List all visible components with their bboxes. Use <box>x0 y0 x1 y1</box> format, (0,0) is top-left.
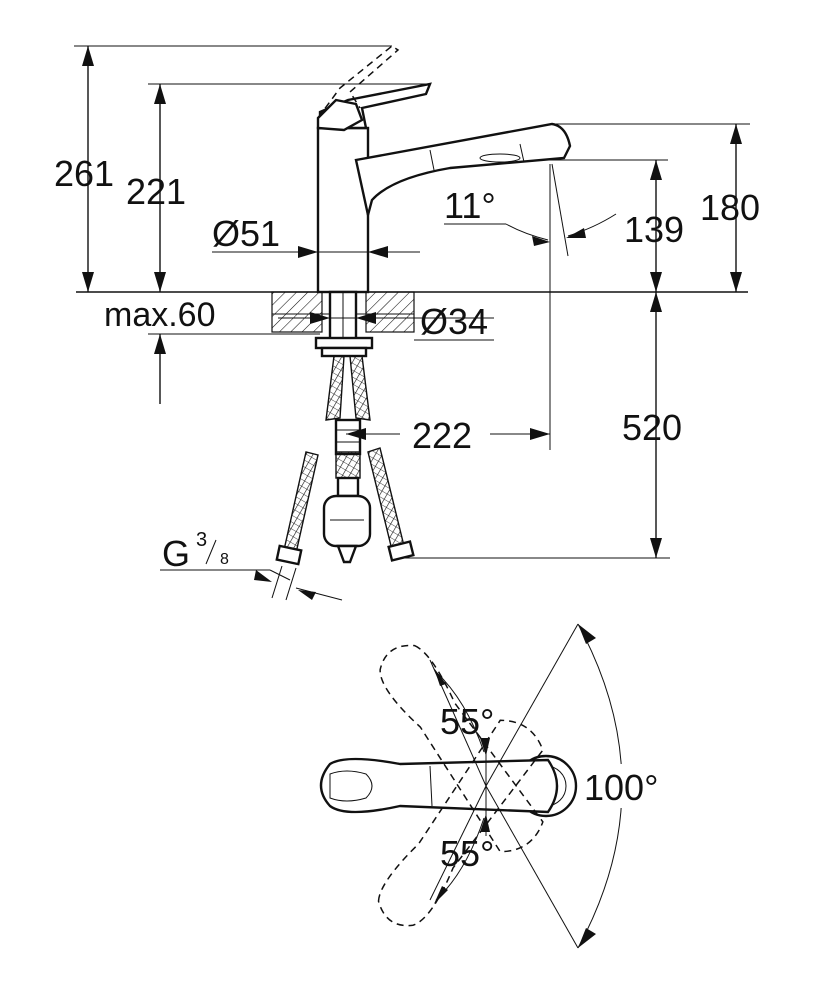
top-view: 55° 55° 100° <box>319 623 670 949</box>
dim-diameter-51: Ø51 <box>212 213 280 254</box>
thread-g: G <box>162 533 190 574</box>
faucet-body <box>316 45 572 294</box>
mounting-assembly <box>275 290 415 566</box>
dim-139: 139 <box>624 209 684 250</box>
thread-numerator: 3 <box>196 529 207 551</box>
dim-222: 222 <box>412 415 472 456</box>
angle-upper: 55° <box>440 701 494 742</box>
thread-denominator: 8 <box>220 551 229 568</box>
dim-diameter-34: Ø34 <box>420 301 488 342</box>
dim-max-60: max.60 <box>104 296 216 334</box>
dim-261: 261 <box>54 153 114 194</box>
dim-180: 180 <box>700 187 760 228</box>
angle-total: 100° <box>584 767 658 808</box>
dim-221: 221 <box>126 171 186 212</box>
angle-lower: 55° <box>440 833 494 874</box>
side-view: 261 221 180 139 11° Ø51 <box>54 45 760 601</box>
dim-520: 520 <box>622 407 682 448</box>
dim-11-deg: 11° <box>444 185 496 226</box>
